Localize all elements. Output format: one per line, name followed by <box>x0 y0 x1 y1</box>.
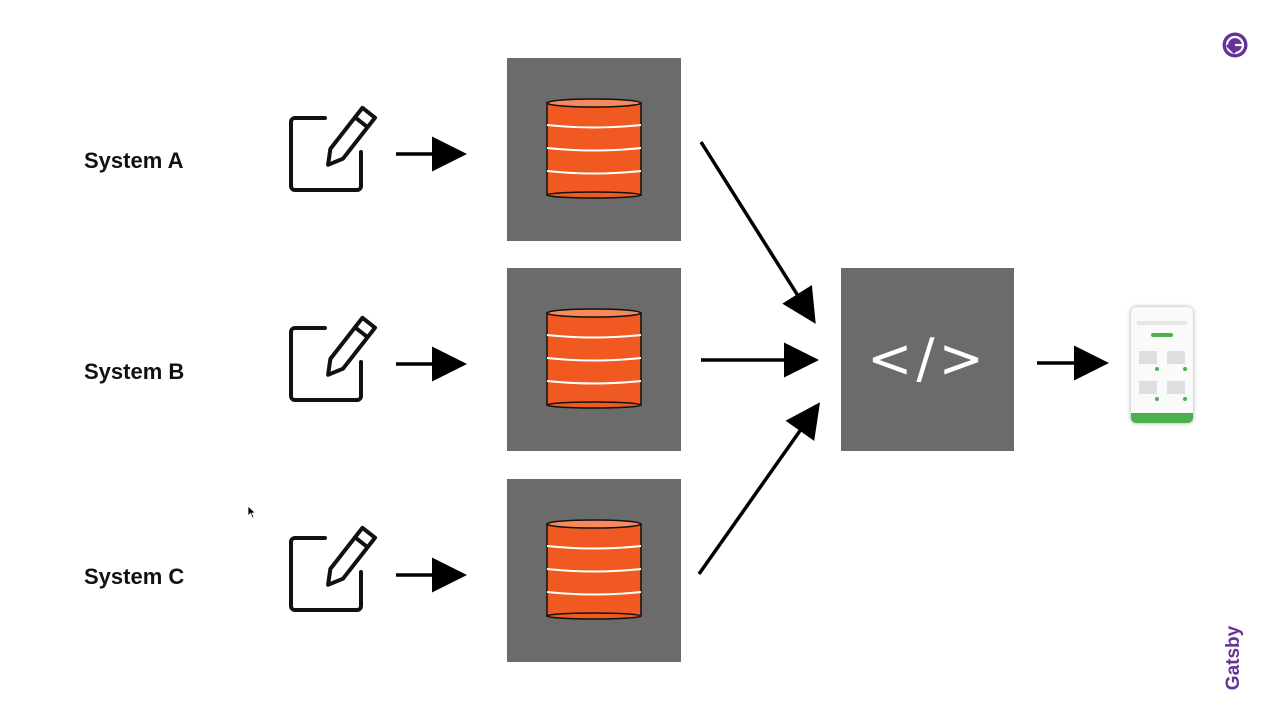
edit-icon <box>289 525 378 612</box>
code-icon: </> <box>867 327 988 390</box>
cursor-icon <box>247 505 257 519</box>
database-icon <box>546 519 642 620</box>
database-box-b <box>507 268 681 451</box>
edit-icon <box>289 105 378 192</box>
gatsby-logo-icon <box>1222 32 1248 58</box>
database-icon <box>546 98 642 199</box>
system-c-label: System C <box>84 564 185 589</box>
code-box: </> <box>841 268 1014 451</box>
brand-wordmark: Gatsby <box>1223 625 1244 691</box>
database-icon <box>546 308 642 409</box>
phone-icon <box>1131 307 1193 423</box>
system-b-label: System B <box>84 359 185 384</box>
database-box-a <box>507 58 681 241</box>
edit-icon <box>289 315 378 402</box>
arrow-db-a-to-code <box>699 141 816 324</box>
database-box-c <box>507 479 681 662</box>
arrow-db-c-to-code <box>697 402 821 576</box>
system-a-label: System A <box>84 148 184 173</box>
